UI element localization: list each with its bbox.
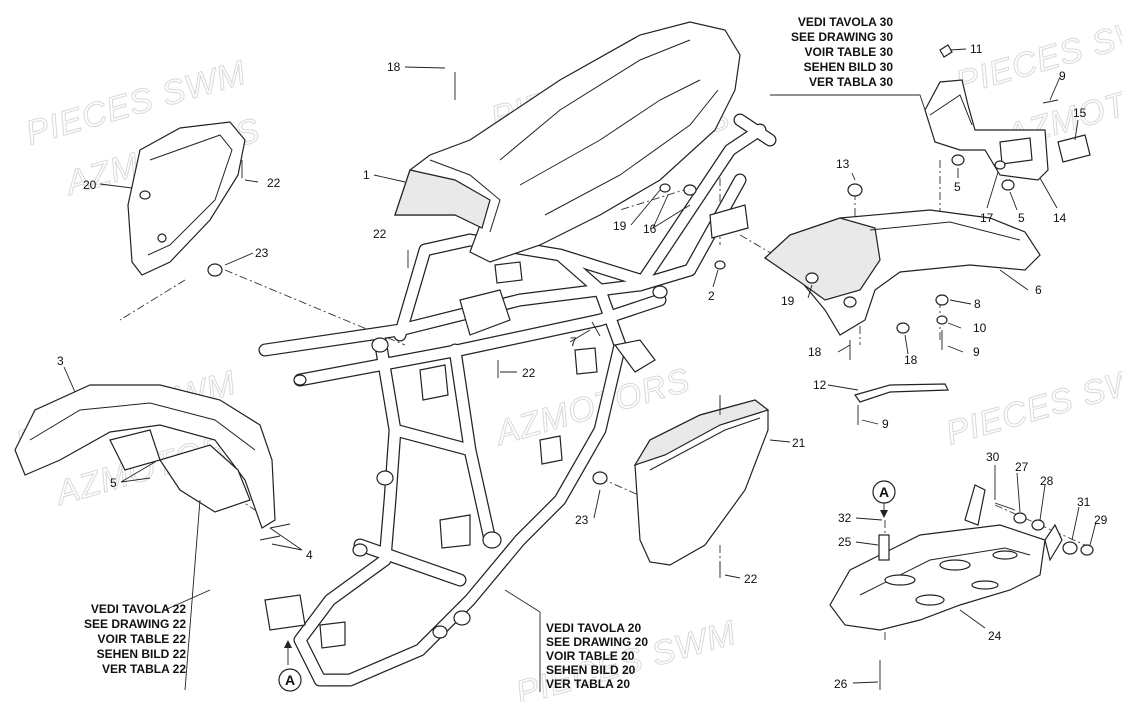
part-label: 14 — [1053, 211, 1067, 225]
part-label: 15 — [1073, 106, 1087, 120]
part-label: 8 — [974, 297, 981, 311]
part-label: 19 — [781, 294, 795, 308]
part-label: 17 — [980, 211, 994, 225]
strap — [854, 383, 949, 403]
part-label: 18 — [808, 345, 822, 359]
detail-marker-a-skidplate: A — [872, 480, 896, 518]
seat — [394, 21, 741, 263]
part-label: 13 — [836, 157, 850, 171]
reference-line: VER TABLA 20 — [546, 677, 630, 691]
part-label: 18 — [904, 353, 918, 367]
reference-line: SEHEN BILD 20 — [546, 663, 636, 677]
part-label: 31 — [1077, 495, 1091, 509]
part-label: 23 — [255, 246, 269, 260]
part-label: 22 — [744, 572, 758, 586]
license-plate-bracket — [924, 79, 1091, 181]
part-label: 11 — [970, 42, 983, 56]
part-label: 1 — [363, 168, 370, 182]
leader-lines — [63, 48, 1097, 691]
side-cover-right — [633, 399, 770, 566]
part-label: 32 — [838, 511, 852, 525]
part-label: 26 — [834, 677, 848, 691]
reference-line: SEE DRAWING 20 — [546, 635, 648, 649]
part-label: 21 — [792, 436, 806, 450]
part-label: 30 — [986, 450, 1000, 464]
reference-line: VEDI TAVOLA 22 — [91, 602, 186, 616]
part-label: 12 — [813, 378, 827, 392]
part-label: 22 — [373, 227, 387, 241]
part-label: 4 — [306, 548, 313, 562]
reference-line: VEDI TAVOLA 30 — [798, 15, 893, 29]
reference-line: VOIR TABLE 30 — [805, 45, 894, 59]
reference-drawing-20: VEDI TAVOLA 20 SEE DRAWING 20 VOIR TABLE… — [546, 621, 648, 691]
part-label: 24 — [988, 629, 1002, 643]
part-label: 9 — [882, 417, 889, 431]
front-fender — [14, 384, 276, 529]
part-label: 5 — [110, 476, 117, 490]
part-label: 19 — [613, 219, 627, 233]
reference-line: VER TABLA 30 — [809, 75, 893, 89]
part-label: 28 — [1040, 474, 1054, 488]
reference-drawing-30: VEDI TAVOLA 30 SEE DRAWING 30 VOIR TABLE… — [791, 15, 893, 89]
part-label: 16 — [643, 222, 657, 236]
skid-plate — [829, 484, 1063, 631]
frame — [258, 113, 777, 687]
side-cover-left — [127, 121, 246, 276]
reference-line: VOIR TABLE 20 — [546, 649, 635, 663]
detail-marker-a-bottom: A — [278, 668, 302, 692]
reference-line: VER TABLA 22 — [102, 662, 186, 676]
reference-line: VOIR TABLE 22 — [98, 632, 187, 646]
part-label: 25 — [838, 535, 852, 549]
part-label: 6 — [1035, 283, 1042, 297]
detail-marker-label: A — [285, 672, 295, 688]
part-label: 2 — [708, 289, 715, 303]
part-label: 9 — [1059, 69, 1066, 83]
reference-line: VEDI TAVOLA 20 — [546, 621, 641, 635]
reference-line: SEHEN BILD 30 — [804, 60, 894, 74]
part-label: 22 — [522, 366, 536, 380]
part-label: 23 — [575, 513, 589, 527]
reference-line: SEE DRAWING 22 — [84, 617, 186, 631]
part-label: 22 — [267, 176, 281, 190]
part-labels: 1 2 3 4 5 5 5 6 7 8 9 9 9 10 11 12 13 14… — [57, 42, 1108, 691]
part-label: 5 — [1018, 211, 1025, 225]
part-label: 18 — [387, 60, 401, 74]
part-label: 9 — [973, 345, 980, 359]
detail-marker-label: A — [879, 484, 889, 500]
part-label: 27 — [1015, 460, 1029, 474]
rear-fender — [764, 209, 1041, 336]
watermark-text: PIECES SWM — [942, 354, 1122, 453]
part-label: 3 — [57, 354, 64, 368]
part-label: 10 — [973, 321, 987, 335]
reference-drawing-22: VEDI TAVOLA 22 SEE DRAWING 22 VOIR TABLE… — [84, 602, 186, 676]
part-label: 20 — [83, 178, 97, 192]
reference-line: SEHEN BILD 22 — [97, 647, 187, 661]
reference-line: SEE DRAWING 30 — [791, 30, 893, 44]
part-label: 29 — [1094, 513, 1108, 527]
part-label: 7 — [570, 335, 577, 349]
part-label: 5 — [954, 180, 961, 194]
hardware — [207, 44, 1094, 690]
